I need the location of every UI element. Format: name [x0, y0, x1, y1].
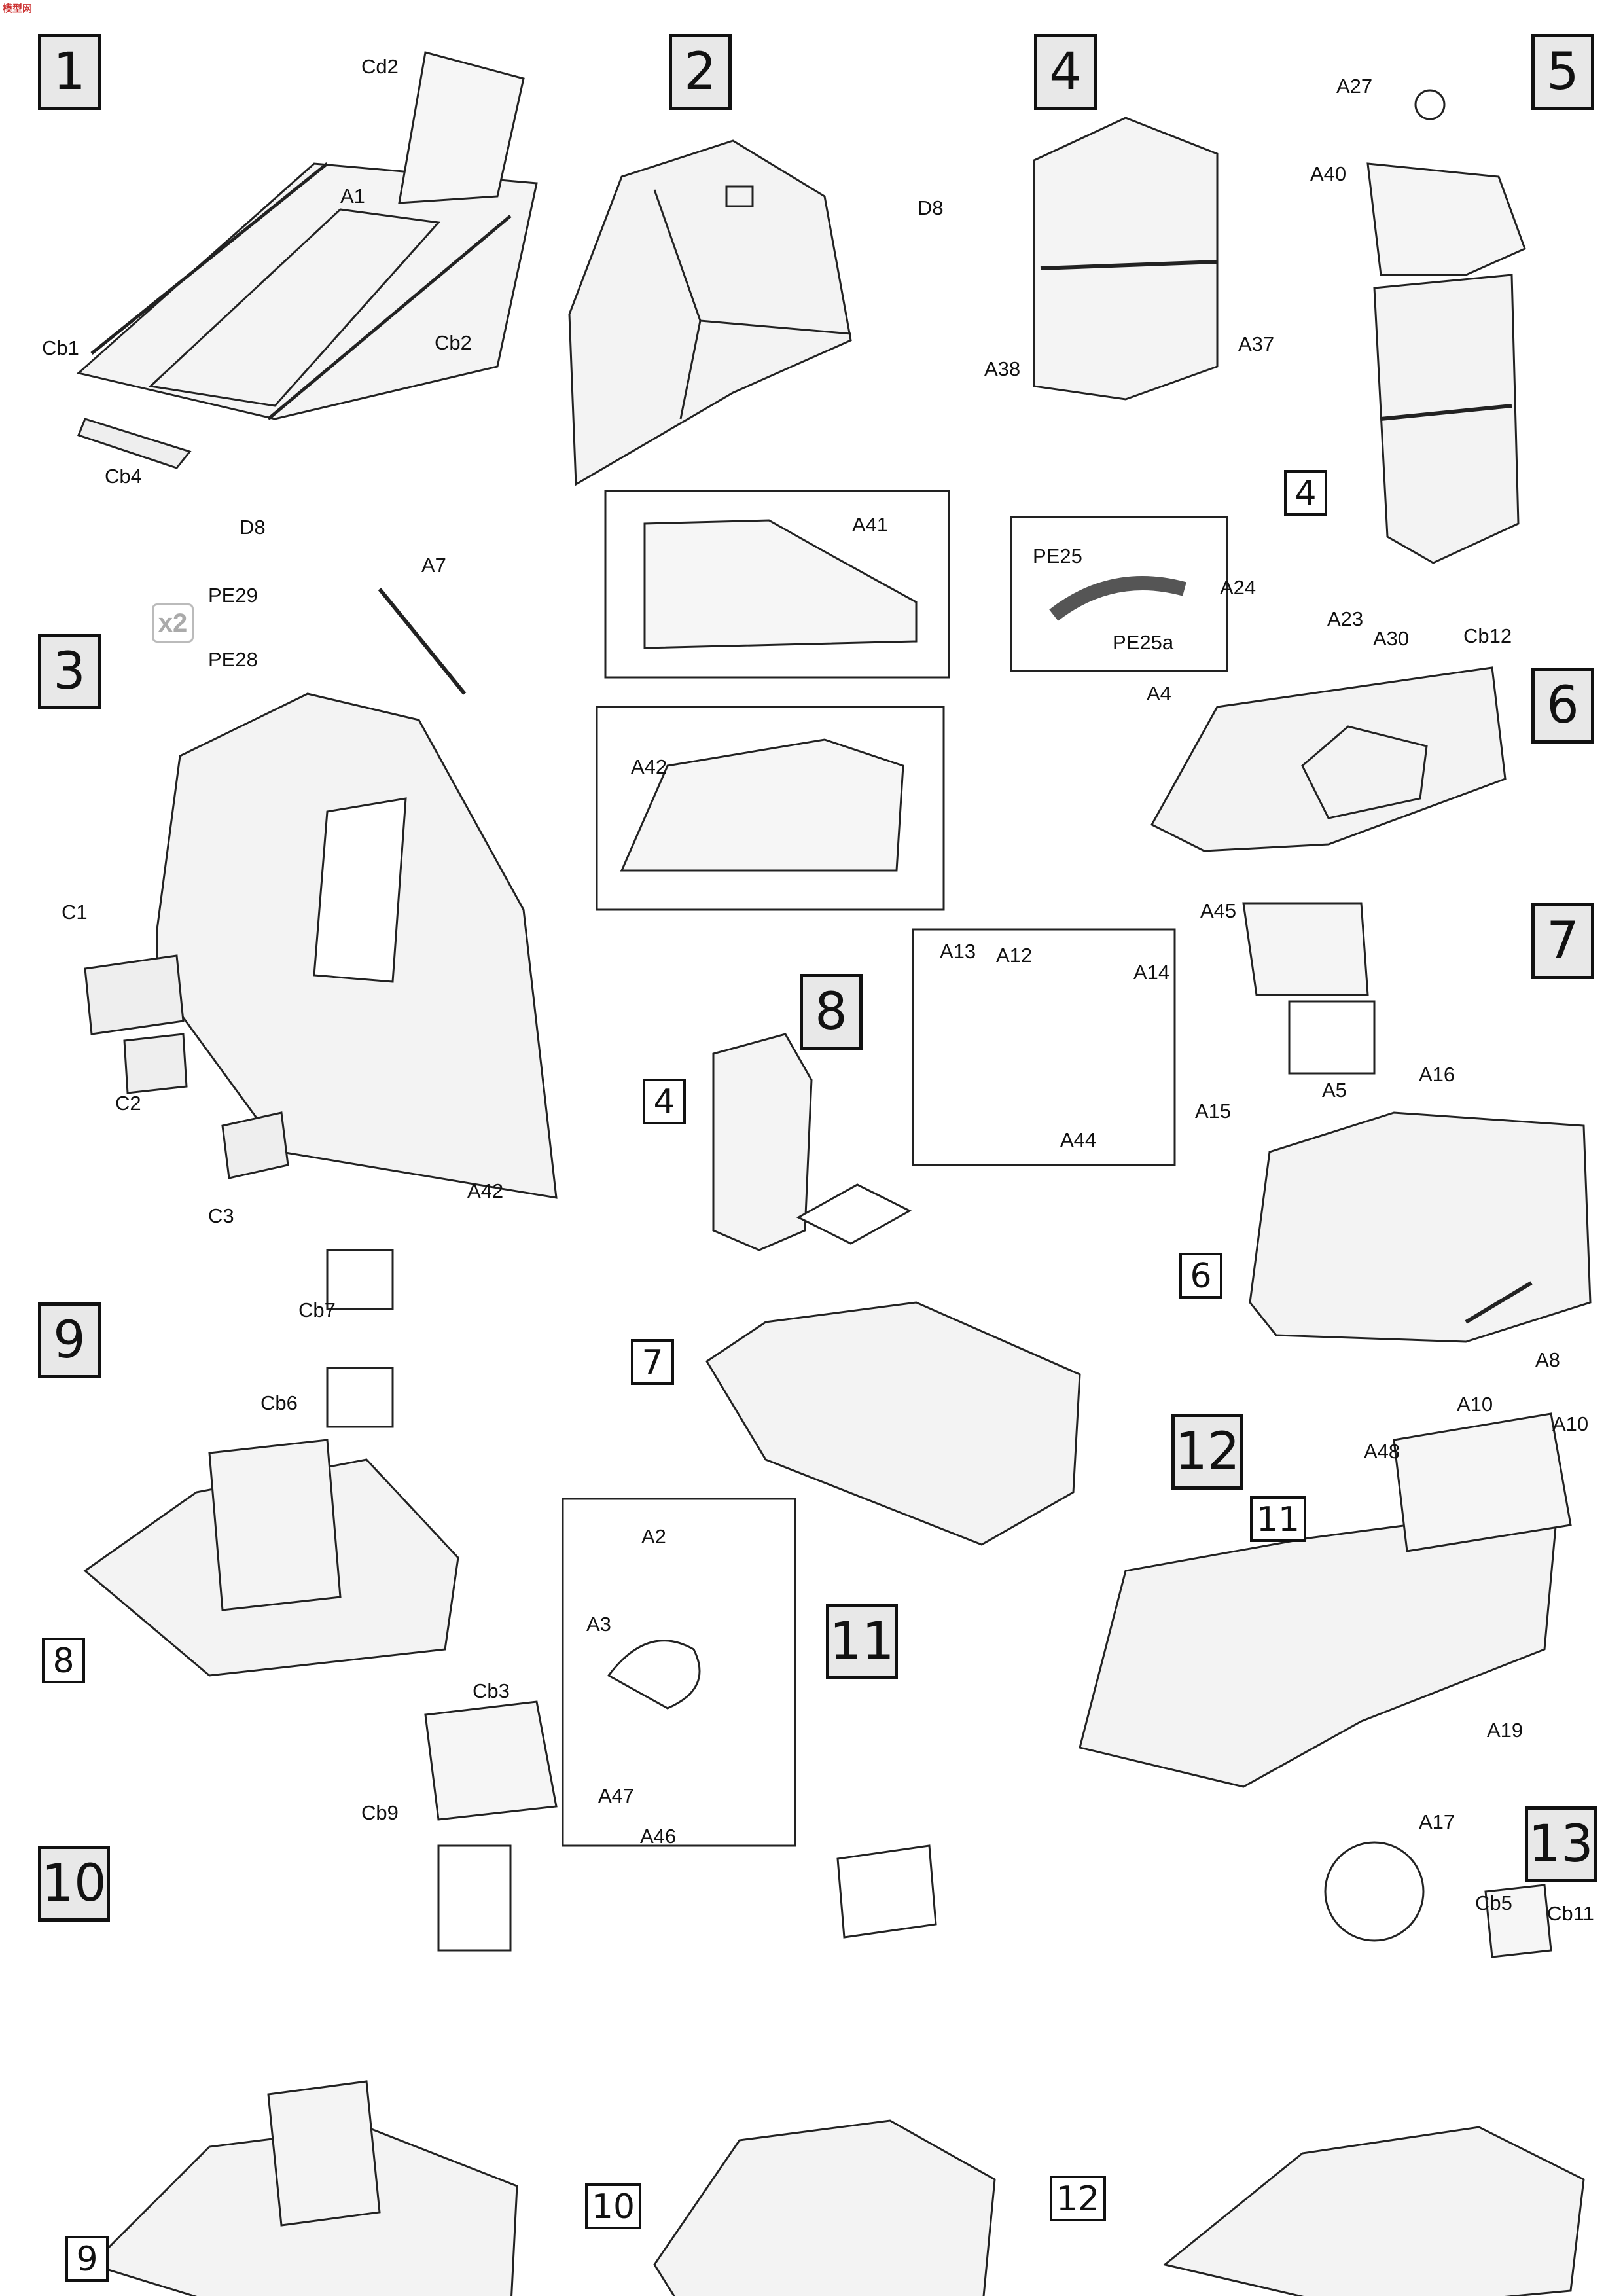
step1-drawing [76, 51, 538, 469]
step-number-7: 7 [1531, 903, 1594, 979]
part-label-A4: A4 [1147, 682, 1171, 705]
part-label-A46: A46 [640, 1825, 677, 1848]
part-label-Cb9: Cb9 [361, 1801, 399, 1824]
part-label-A15: A15 [1195, 1100, 1232, 1122]
part-label-PE25a: PE25a [1113, 631, 1174, 654]
ref-box-12-step13: 12 [1050, 2176, 1106, 2221]
part-label-A17: A17 [1419, 1810, 1455, 1833]
part-label-C2: C2 [115, 1092, 141, 1115]
part-label-A23: A23 [1327, 607, 1364, 630]
part-label-A7: A7 [421, 554, 446, 577]
part-label-A30: A30 [1373, 627, 1410, 650]
part-label-PE28: PE28 [208, 648, 258, 671]
ref-box-8-step9: 8 [42, 1638, 85, 1683]
ref-box-10-step11: 10 [585, 2183, 641, 2229]
part-label-A1: A1 [340, 185, 365, 207]
part-label-A14: A14 [1133, 961, 1170, 984]
part-label-Cb4: Cb4 [105, 465, 142, 488]
part-label-Cb1: Cb1 [42, 336, 79, 359]
step2-drawing [568, 139, 950, 911]
part-label-A3: A3 [586, 1613, 611, 1636]
part-label-A41: A41 [852, 513, 889, 536]
part-label-C3: C3 [208, 1204, 234, 1227]
part-label-A8: A8 [1535, 1348, 1560, 1371]
step3-drawing [84, 588, 558, 1199]
part-label-A42-step3: A42 [467, 1179, 504, 1202]
part-label-A10-right: A10 [1552, 1412, 1589, 1435]
step8-drawing [705, 928, 1176, 1546]
step7-drawing [1242, 902, 1592, 1343]
part-label-A48: A48 [1364, 1440, 1400, 1463]
step-number-10: 10 [38, 1846, 110, 1922]
part-label-Cb7: Cb7 [298, 1299, 336, 1321]
step-number-8: 8 [800, 974, 863, 1050]
part-label-D8-step3: D8 [240, 516, 266, 539]
part-label-D8-step2: D8 [918, 196, 944, 219]
step-number-2: 2 [669, 34, 732, 110]
part-label-Cb11: Cb11 [1547, 1902, 1594, 1925]
step4-5-drawing [1033, 89, 1526, 564]
ref-box-6-step7: 6 [1179, 1253, 1222, 1299]
step6-drawing [1010, 516, 1507, 852]
part-label-A16: A16 [1419, 1063, 1455, 1086]
part-label-Cb5: Cb5 [1475, 1892, 1512, 1914]
part-label-A42-inset: A42 [631, 755, 668, 778]
part-label-A13: A13 [940, 940, 976, 963]
part-label-C1: C1 [62, 901, 88, 924]
step10-drawing [90, 1700, 558, 2296]
quantity-x2-badge: x2 [152, 603, 194, 643]
part-label-A12: A12 [996, 944, 1033, 967]
part-label-A37: A37 [1238, 332, 1275, 355]
step-number-11: 11 [826, 1604, 898, 1679]
part-label-A19: A19 [1487, 1719, 1524, 1742]
step9-drawing [83, 1249, 459, 1677]
step-number-5: 5 [1531, 34, 1594, 110]
ref-box-9-step10: 9 [65, 2236, 109, 2282]
part-label-A10-left: A10 [1457, 1393, 1493, 1416]
watermark-logo: 模型网 [3, 3, 33, 14]
part-label-A5: A5 [1322, 1079, 1347, 1102]
part-label-A47: A47 [598, 1784, 635, 1807]
ref-box-4-step8: 4 [643, 1079, 686, 1124]
step-number-13: 13 [1525, 1806, 1597, 1882]
ref-box-11-step12: 11 [1250, 1496, 1306, 1542]
part-label-Cb12: Cb12 [1463, 624, 1512, 647]
step-number-1: 1 [38, 34, 101, 110]
part-label-A27: A27 [1336, 75, 1373, 98]
step13-drawing [1162, 1841, 1585, 2296]
part-label-Cb3: Cb3 [473, 1679, 510, 1702]
step-number-4: 4 [1034, 34, 1097, 110]
step12-drawing [1079, 1281, 1572, 1788]
step-number-6: 6 [1531, 668, 1594, 744]
step-number-9: 9 [38, 1302, 101, 1378]
step-number-3: 3 [38, 634, 101, 709]
part-label-A2: A2 [641, 1525, 666, 1548]
part-label-A44: A44 [1060, 1128, 1097, 1151]
part-label-PE29: PE29 [208, 584, 258, 607]
part-label-Cd2: Cd2 [361, 55, 399, 78]
step11-drawing [562, 1498, 996, 2296]
step-number-12: 12 [1171, 1414, 1243, 1490]
part-label-PE25: PE25 [1033, 545, 1082, 567]
part-label-Cb6: Cb6 [260, 1391, 298, 1414]
ref-box-4-step5: 4 [1284, 470, 1327, 516]
part-label-Cb2: Cb2 [435, 331, 472, 354]
part-label-A24: A24 [1220, 576, 1257, 599]
ref-box-7-step8: 7 [631, 1339, 674, 1385]
part-label-A40: A40 [1310, 162, 1347, 185]
part-label-A45: A45 [1200, 899, 1237, 922]
part-label-A38: A38 [984, 357, 1021, 380]
